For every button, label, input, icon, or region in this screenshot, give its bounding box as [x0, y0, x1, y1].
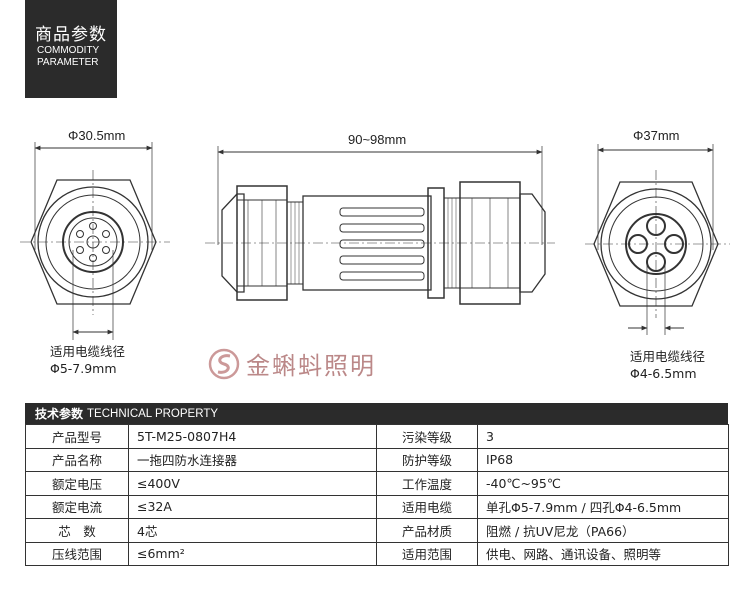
left-cable-note: 适用电缆线径 Φ5-7.9mm — [50, 343, 125, 377]
spec-key: 产品材质 — [376, 518, 478, 543]
header-title-cn: 商品参数 — [35, 25, 107, 45]
spec-value: 单孔Φ5-7.9mm / 四孔Φ4-6.5mm — [477, 494, 729, 519]
spec-key: 产品型号 — [25, 424, 129, 449]
header-title-en: COMMODITY PARAMETER — [37, 45, 99, 69]
brand-watermark: 金蝌蚪照明 — [208, 346, 376, 381]
tech-title-cn: 技术参数 — [35, 407, 84, 421]
table-row: 压线范围 ≤6mm² 适用范围 供电、网路、通讯设备、照明等 — [25, 541, 729, 566]
header-title-en-line1: COMMODITY — [37, 45, 100, 56]
right-front-view — [585, 144, 730, 335]
table-row: 产品名称 一拖四防水连接器 防护等级 IP68 — [25, 447, 729, 472]
tech-section-header: 技术参数 TECHNICAL PROPERTY — [25, 403, 728, 424]
length-label: 90~98mm — [348, 132, 407, 147]
spec-key: 适用电缆 — [376, 494, 478, 519]
spec-value: 一拖四防水连接器 — [128, 447, 377, 472]
spec-value: IP68 — [477, 447, 729, 472]
spec-key: 压线范围 — [25, 541, 129, 566]
spec-key: 芯 数 — [25, 518, 129, 543]
right-cable-value: Φ4-6.5mm — [630, 366, 697, 381]
tech-title-en: TECHNICAL PROPERTY — [87, 407, 219, 420]
right-cable-label: 适用电缆线径 — [630, 349, 706, 364]
spec-value: 5T-M25-0807H4 — [128, 424, 377, 449]
spec-key: 污染等级 — [376, 424, 478, 449]
left-cable-label: 适用电缆线径 — [50, 344, 126, 359]
right-diameter-label: Φ37mm — [633, 128, 680, 143]
spec-key: 适用范围 — [376, 541, 478, 566]
spec-value: 阻燃 / 抗UV尼龙（PA66） — [477, 518, 729, 543]
spec-value: 4芯 — [128, 518, 377, 543]
connector-side-view — [205, 146, 555, 305]
table-row: 芯 数 4芯 产品材质 阻燃 / 抗UV尼龙（PA66） — [25, 518, 729, 543]
technical-drawing — [20, 142, 730, 340]
spec-key: 额定电流 — [25, 494, 129, 519]
table-row: 产品型号 5T-M25-0807H4 污染等级 3 — [25, 424, 729, 449]
spec-key: 产品名称 — [25, 447, 129, 472]
header-title-en-line2: PARAMETER — [37, 57, 99, 68]
spec-key: 工作温度 — [376, 471, 478, 496]
spec-value: 3 — [477, 424, 729, 449]
table-row: 额定电压 ≤400V 工作温度 -40℃~95℃ — [25, 471, 729, 496]
table-row: 额定电流 ≤32A 适用电缆 单孔Φ5-7.9mm / 四孔Φ4-6.5mm — [25, 494, 729, 519]
spec-value: -40℃~95℃ — [477, 471, 729, 496]
spec-value: ≤400V — [128, 471, 377, 496]
spec-value: 供电、网路、通讯设备、照明等 — [477, 541, 729, 566]
spec-table-body: 产品型号 5T-M25-0807H4 污染等级 3 产品名称 一拖四防水连接器 … — [25, 424, 729, 566]
section-header-commodity: 商品参数 COMMODITY PARAMETER — [25, 0, 117, 98]
right-cable-note: 适用电缆线径 Φ4-6.5mm — [630, 348, 705, 382]
brand-watermark-text: 金蝌蚪照明 — [246, 352, 376, 380]
spec-value: ≤32A — [128, 494, 377, 519]
left-front-view — [20, 142, 170, 340]
left-cable-value: Φ5-7.9mm — [50, 361, 117, 376]
spec-key: 额定电压 — [25, 471, 129, 496]
spec-key: 防护等级 — [376, 447, 478, 472]
spec-table: 产品型号 5T-M25-0807H4 污染等级 3 产品名称 一拖四防水连接器 … — [25, 424, 729, 566]
brand-logo-icon — [208, 348, 240, 379]
spec-value: ≤6mm² — [128, 541, 377, 566]
left-diameter-label: Φ30.5mm — [68, 128, 126, 143]
